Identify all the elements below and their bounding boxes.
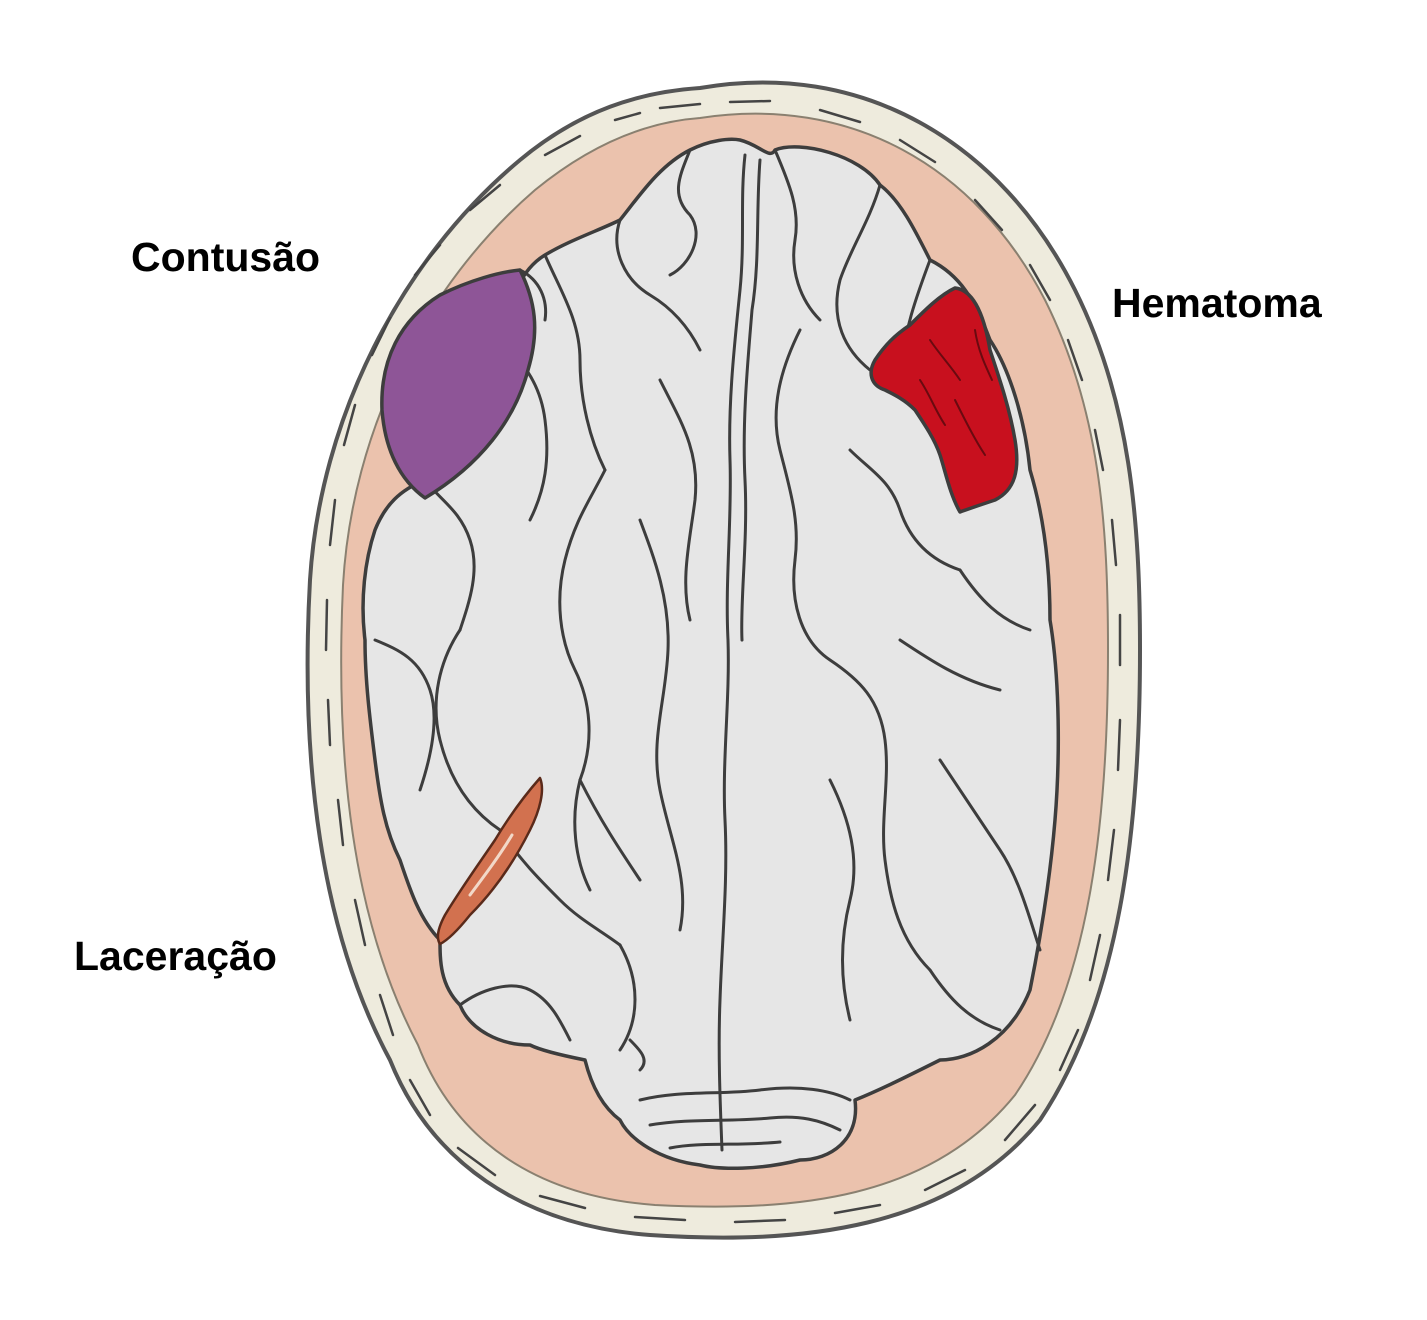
skull-texture (324, 99, 1122, 1224)
label-laceration: Laceração (74, 933, 277, 979)
hematoma-region (869, 286, 1019, 514)
contusion-region (380, 268, 537, 500)
label-contusion: Contusão (131, 234, 321, 280)
hematoma-texture (919, 329, 993, 456)
contusion-border-fold (518, 268, 548, 322)
laceration-inner (468, 833, 514, 897)
brain-sulci (373, 148, 1042, 1152)
laceration-region (436, 776, 544, 946)
label-hematoma: Hematoma (1112, 280, 1322, 326)
